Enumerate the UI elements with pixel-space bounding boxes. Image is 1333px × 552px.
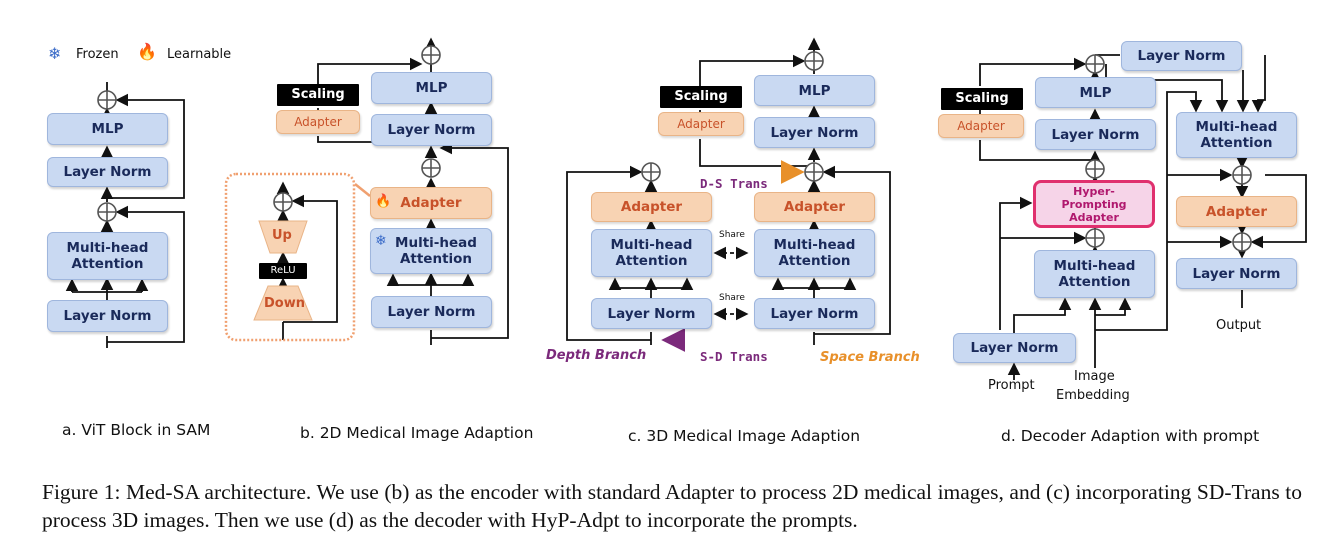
adapter-block: Adapter — [1176, 196, 1297, 227]
mlp-block: MLP — [47, 113, 168, 145]
layer-norm-block: Layer Norm — [591, 298, 712, 329]
output-label: Output — [1216, 318, 1262, 333]
attention-label: Multi-head Attention — [395, 235, 477, 267]
legend-learnable: Learnable — [167, 47, 232, 62]
panel-caption-c: c. 3D Medical Image Adaption — [628, 427, 861, 445]
attention-block: Multi-head Attention — [591, 229, 712, 277]
flame-icon: 🔥 — [137, 42, 157, 61]
layer-norm-block: Layer Norm — [1035, 119, 1156, 150]
layer-norm-block: Layer Norm — [371, 296, 492, 328]
image-embedding-label: Embedding — [1056, 388, 1130, 403]
scaling-block: Scaling — [660, 86, 742, 108]
up-projection — [258, 220, 308, 254]
ds-trans-label: D-S Trans — [700, 176, 768, 191]
attention-block: Multi-head Attention — [1034, 250, 1155, 298]
snowflake-icon: ❄ — [375, 233, 387, 249]
layer-norm-block: Layer Norm — [1176, 258, 1297, 289]
panel-caption-b: b. 2D Medical Image Adaption — [300, 424, 534, 442]
attention-block: Multi-head Attention — [754, 229, 875, 277]
share-label: Share — [719, 293, 745, 303]
mlp-block: MLP — [371, 72, 492, 104]
adapter-block: Adapter — [276, 110, 360, 134]
panel-caption-d: d. Decoder Adaption with prompt — [1001, 427, 1260, 445]
mlp-block: MLP — [1035, 77, 1156, 108]
layer-norm-block: Layer Norm — [754, 117, 875, 148]
layer-norm-block: Layer Norm — [47, 300, 168, 332]
hyper-prompting-adapter: Hyper-Prompting Adapter — [1033, 180, 1155, 228]
panel-caption-a: a. ViT Block in SAM — [62, 421, 211, 439]
adapter-block: Adapter — [658, 112, 744, 136]
mlp-block: MLP — [754, 75, 875, 106]
adapter-block: 🔥 Adapter — [370, 187, 492, 219]
layer-norm-block: Layer Norm — [1121, 41, 1242, 71]
attention-block: Multi-head Attention — [1176, 112, 1297, 158]
layer-norm-block: Layer Norm — [754, 298, 875, 329]
space-branch-label: Space Branch — [820, 350, 920, 365]
prompt-label: Prompt — [988, 378, 1035, 393]
down-projection — [253, 285, 313, 321]
sd-trans-label: S-D Trans — [700, 349, 768, 364]
depth-branch-label: Depth Branch — [546, 348, 647, 363]
adapter-label: Adapter — [400, 195, 462, 211]
scaling-block: Scaling — [277, 84, 359, 106]
layer-norm-block: Layer Norm — [47, 157, 168, 187]
figure-caption: Figure 1: Med-SA architecture. We use (b… — [42, 480, 1302, 532]
share-label: Share — [719, 230, 745, 240]
relu-block: ReLU — [259, 263, 307, 279]
up-label: Up — [272, 228, 292, 243]
adapter-detail-box — [224, 172, 356, 342]
layer-norm-block: Layer Norm — [953, 333, 1076, 363]
down-label: Down — [264, 296, 305, 311]
flame-icon: 🔥 — [375, 194, 392, 209]
scaling-block: Scaling — [941, 88, 1023, 110]
adapter-block: Adapter — [938, 114, 1024, 138]
attention-block: Multi-head Attention — [47, 232, 168, 280]
legend-frozen: Frozen — [76, 47, 119, 62]
adapter-block: Adapter — [591, 192, 712, 222]
adapter-block: Adapter — [754, 192, 875, 222]
layer-norm-block: Layer Norm — [371, 114, 492, 146]
image-embedding-label: Image — [1074, 369, 1115, 384]
attention-block: ❄ Multi-head Attention — [370, 228, 492, 274]
snowflake-icon: ❄ — [48, 44, 62, 63]
